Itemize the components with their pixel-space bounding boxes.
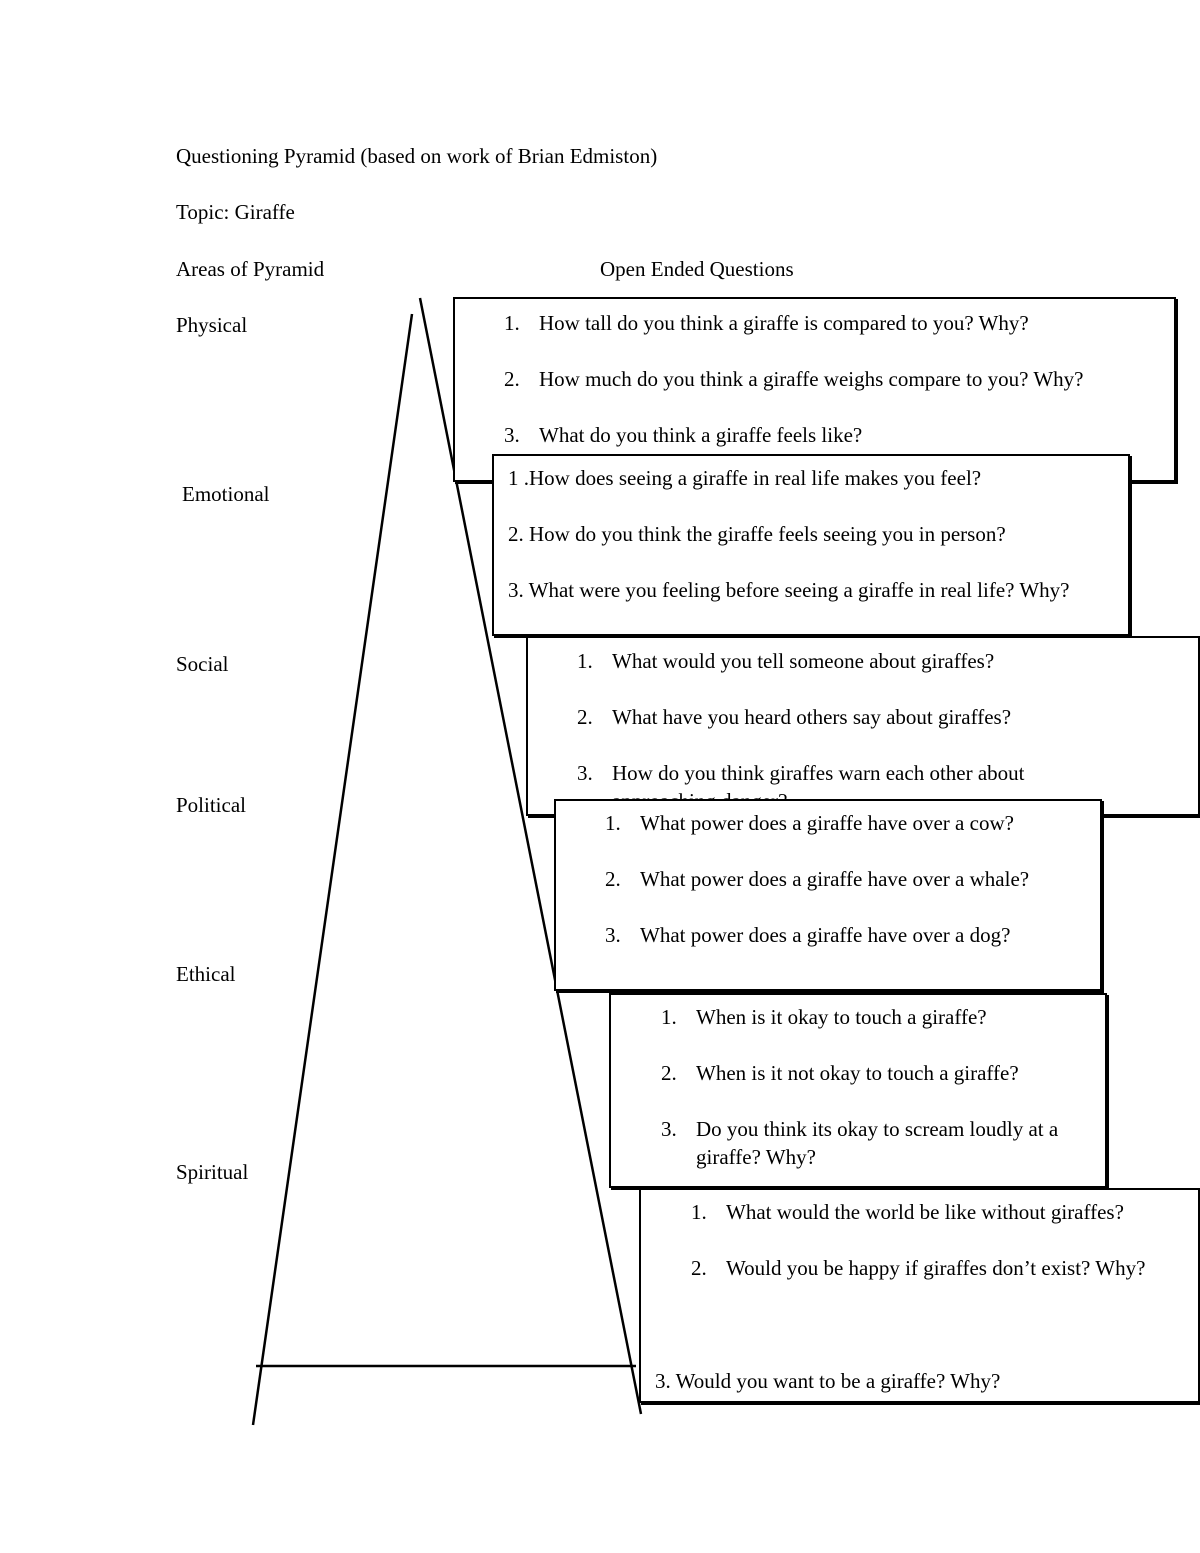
area-label-emotional: Emotional [182,482,270,506]
question-text: When is it not okay to touch a giraffe? [696,1061,1019,1085]
question-item: 3. Would you want to be a giraffe? Why? [655,1367,1175,1395]
page-title: Questioning Pyramid (based on work of Br… [176,144,658,168]
question-text: What would you tell someone about giraff… [612,649,995,673]
question-item: 2. What power does a giraffe have over a… [605,865,1095,893]
question-number: 2. [661,1061,677,1085]
question-box-ethical: 1. When is it okay to touch a giraffe? 2… [609,993,1107,1188]
question-number: 1. [661,1005,677,1029]
areas-header: Areas of Pyramid [176,257,325,281]
question-item: 2. How much do you think a giraffe weigh… [504,365,1172,393]
question-box-physical: 1. How tall do you think a giraffe is co… [453,297,1176,482]
question-text: What have you heard others say about gir… [612,705,1012,729]
question-text: 3. Would you want to be a giraffe? Why? [655,1369,1001,1393]
question-text: What do you think a giraffe feels like? [539,423,863,447]
question-number: 2. [605,867,621,891]
question-item: 1 .How does seeing a giraffe in real lif… [508,464,1118,492]
question-box-political: 1. What power does a giraffe have over a… [554,799,1102,991]
question-text: 1 .How does seeing a giraffe in real lif… [508,466,982,490]
question-number: 3. [577,761,593,785]
question-item: 2. Would you be happy if giraffes don’t … [691,1254,1161,1282]
question-text: When is it okay to touch a giraffe? [696,1005,987,1029]
question-number: 1. [605,811,621,835]
question-item: 3. What were you feeling before seeing a… [508,576,1098,604]
question-text: Do you think its okay to scream loudly a… [696,1117,1059,1169]
question-text: Would you be happy if giraffes don’t exi… [726,1256,1146,1280]
question-box-spiritual: 1. What would the world be like without … [639,1188,1200,1403]
question-item: 2. How do you think the giraffe feels se… [508,520,1118,548]
question-number: 2. [504,367,520,391]
question-number: 2. [691,1256,707,1280]
question-item: 2. When is it not okay to touch a giraff… [661,1059,1091,1087]
question-number: 3. [661,1117,677,1141]
question-item: 1. When is it okay to touch a giraffe? [661,1003,1091,1031]
pyramid-right-edge [418,297,643,1415]
question-number: 1. [577,649,593,673]
question-number: 1. [504,311,520,335]
question-number: 1. [691,1200,707,1224]
question-item: 1. What would you tell someone about gir… [577,647,1187,675]
question-item: 3. What do you think a giraffe feels lik… [504,421,1164,449]
area-label-ethical: Ethical [176,962,236,986]
topic-line: Topic: Giraffe [176,200,295,224]
area-label-physical: Physical [176,313,248,337]
question-item: 1. How tall do you think a giraffe is co… [504,309,1164,337]
question-text: 2. How do you think the giraffe feels se… [508,522,1006,546]
question-text: What power does a giraffe have over a co… [640,811,1014,835]
question-item: 1. What would the world be like without … [691,1198,1198,1226]
question-number: 3. [605,923,621,947]
question-text: How tall do you think a giraffe is compa… [539,311,1029,335]
question-item: 3. What power does a giraffe have over a… [605,921,1095,949]
question-text: How much do you think a giraffe weighs c… [539,367,1084,391]
questions-header: Open Ended Questions [600,257,794,281]
question-number: 2. [577,705,593,729]
area-label-political: Political [176,793,246,817]
area-label-social: Social [176,652,229,676]
question-text: What power does a giraffe have over a wh… [640,867,1030,891]
question-text: 3. What were you feeling before seeing a… [508,578,1070,602]
question-text: What power does a giraffe have over a do… [640,923,1011,947]
question-item: 1. What power does a giraffe have over a… [605,809,1095,837]
question-box-emotional: 1 .How does seeing a giraffe in real lif… [492,454,1130,636]
pyramid-left-edge [251,313,414,1426]
question-item: 2. What have you heard others say about … [577,703,1187,731]
question-item: 3. Do you think its okay to scream loudl… [661,1115,1091,1171]
area-label-spiritual: Spiritual [176,1160,249,1184]
question-box-social: 1. What would you tell someone about gir… [526,636,1200,816]
question-number: 3. [504,423,520,447]
question-text: What would the world be like without gir… [726,1200,1124,1224]
